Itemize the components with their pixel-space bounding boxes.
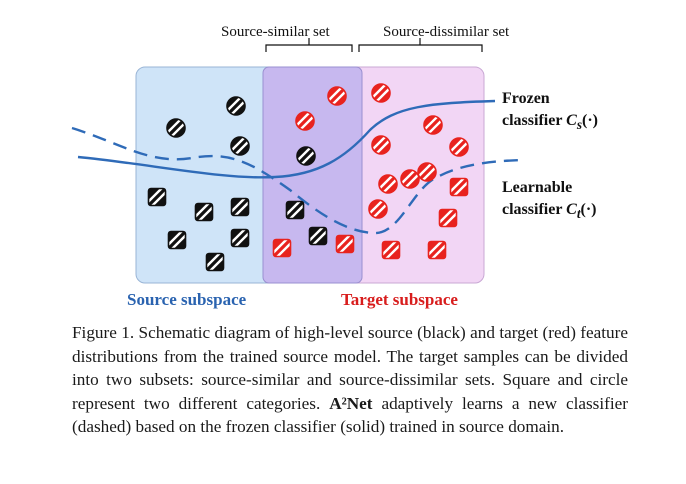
source-square-marker xyxy=(230,197,250,217)
target-circle-marker xyxy=(400,169,420,189)
figure-caption: Figure 1. Schematic diagram of high-leve… xyxy=(72,321,628,439)
source-circle-marker xyxy=(226,96,246,116)
target-circle-marker xyxy=(449,137,469,157)
frozen-classifier-label: Frozen classifier Cs(·) xyxy=(502,88,598,136)
diagram-canvas xyxy=(71,38,526,284)
source-square-marker xyxy=(194,202,214,222)
source-square-marker xyxy=(230,228,250,248)
source-circle-marker xyxy=(166,118,186,138)
learnable-label-line2: classifier Ct(·) xyxy=(502,201,597,222)
frozen-label-line1: Frozen xyxy=(502,90,550,107)
target-square-marker xyxy=(381,240,401,260)
target-circle-marker xyxy=(295,111,315,131)
overlap-region xyxy=(262,66,363,284)
frozen-label-line2: classifier Cs(·) xyxy=(502,112,598,133)
target-circle-marker xyxy=(371,135,391,155)
target-subspace-label: Target subspace xyxy=(341,290,458,309)
source-square-marker xyxy=(205,252,225,272)
source-similar-bracket xyxy=(265,38,353,52)
source-subspace-label: Source subspace xyxy=(127,290,247,309)
source-square-marker xyxy=(308,226,328,246)
source-dissimilar-set-label: Source-dissimilar set xyxy=(383,24,510,40)
learnable-classifier-label: Learnable classifier Ct(·) xyxy=(502,177,597,225)
target-square-marker xyxy=(427,240,447,260)
caption-suffix: adaptively learns a new classifier (dash… xyxy=(72,393,633,437)
source-similar-set-label: Source-similar set xyxy=(221,24,330,40)
target-square-marker xyxy=(449,177,469,197)
target-square-marker xyxy=(272,238,292,258)
source-circle-marker xyxy=(296,146,316,166)
source-square-marker xyxy=(167,230,187,250)
target-circle-marker xyxy=(368,199,388,219)
target-circle-marker xyxy=(371,83,391,103)
source-circle-marker xyxy=(230,136,250,156)
source-dissimilar-bracket xyxy=(358,38,483,52)
target-circle-marker xyxy=(378,174,398,194)
source-square-marker xyxy=(285,200,305,220)
target-square-marker xyxy=(335,234,355,254)
schematic-diagram: Source-similar set Source-dissimilar set… xyxy=(71,24,598,309)
caption-prefix: Figure 1. Schematic diagram of high-leve… xyxy=(72,323,633,413)
model-name: A²Net xyxy=(329,393,373,413)
target-square-marker xyxy=(438,208,458,228)
learnable-classifier-curve xyxy=(71,126,526,235)
source-square-marker xyxy=(147,187,167,207)
target-circle-marker xyxy=(417,162,437,182)
learnable-label-line1: Learnable xyxy=(502,179,573,196)
target-circle-marker xyxy=(327,86,347,106)
target-circle-marker xyxy=(423,115,443,135)
frozen-classifier-curve xyxy=(77,99,496,179)
